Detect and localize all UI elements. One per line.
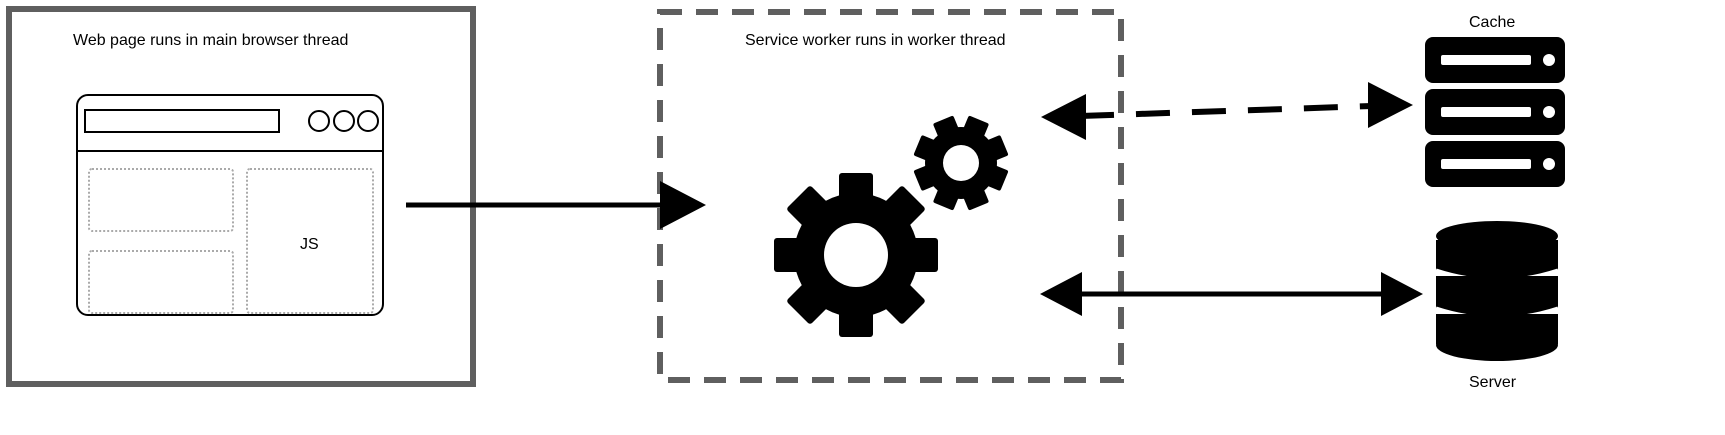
server-label: Server	[1469, 374, 1517, 391]
cache-server-rack-icon	[1425, 37, 1565, 187]
main-thread-box	[6, 6, 476, 387]
database-icon	[1435, 221, 1559, 361]
js-label: JS	[300, 236, 319, 253]
worker-thread-box	[657, 9, 1124, 383]
cache-label: Cache	[1469, 14, 1516, 31]
window-control-circle	[357, 110, 379, 132]
worker-server-arrow	[1040, 272, 1423, 316]
js-panel	[246, 168, 374, 314]
address-bar	[84, 109, 280, 133]
browser-divider	[77, 150, 383, 152]
content-panel-top-left	[88, 168, 234, 232]
gear-icon	[774, 173, 938, 337]
window-control-circle	[308, 110, 330, 132]
window-control-circle	[333, 110, 355, 132]
page-to-worker-arrow	[406, 181, 706, 229]
content-panel-bottom-left	[88, 250, 234, 314]
worker-thread-title: Service worker runs in worker thread	[745, 32, 1006, 49]
worker-cache-arrow	[1041, 82, 1413, 140]
main-thread-title: Web page runs in main browser thread	[73, 32, 349, 49]
browser-window-icon	[76, 94, 384, 316]
gear-icon	[913, 115, 1009, 211]
